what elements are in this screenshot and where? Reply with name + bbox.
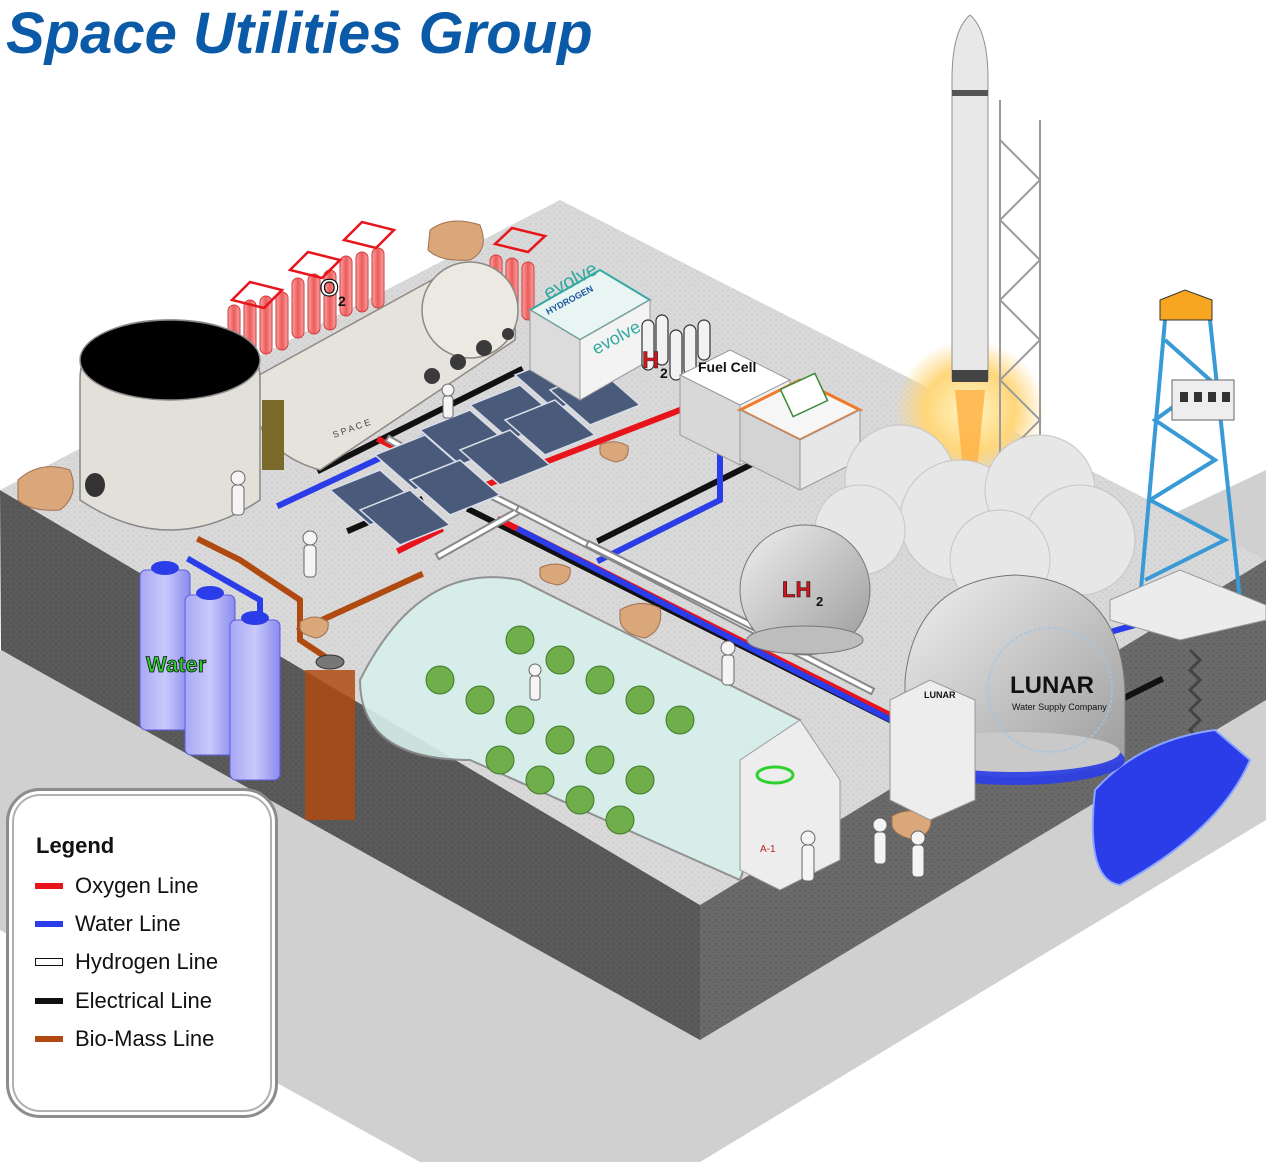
legend-item-hydrogen: Hydrogen Line [35, 949, 218, 975]
h2-sub-label: 2 [660, 365, 668, 381]
water-tank-array: Water [139, 561, 281, 781]
o2-label: O [320, 275, 339, 302]
lh2-label: LH [782, 577, 811, 602]
o2-label-group: O 2 [319, 274, 346, 309]
lunar-logo: LUNAR [1010, 672, 1094, 699]
legend-item-label: Bio-Mass Line [75, 1026, 215, 1051]
lunar-sub-label: Water Supply Company [1012, 702, 1107, 712]
legend-item-biomass: Bio-Mass Line [35, 1026, 214, 1052]
legend-item-label: Water Line [75, 911, 181, 936]
legend-item-electrical: Electrical Line [35, 988, 212, 1014]
lunar-small-logo: LUNAR [924, 690, 956, 700]
h2-label: H [642, 347, 659, 374]
legend-title: Legend [36, 833, 115, 858]
lh2-sub-label: 2 [816, 594, 823, 609]
legend-item-water: Water Line [35, 911, 181, 937]
fuel-cell-building: Fuel Cell [678, 349, 864, 491]
lunar-water-tank: LUNAR Water Supply Company LUNAR [889, 574, 1126, 821]
h2-storage: H 2 [641, 314, 711, 381]
solar-panel-field [328, 354, 642, 546]
legend-item-label: Hydrogen Line [75, 949, 219, 974]
hydrogen-line-swatch [35, 958, 63, 966]
legend-panel: Legend Oxygen Line Water Line Hydrogen L… [6, 788, 278, 1118]
lh2-tank: LH 2 [739, 524, 871, 656]
biomass-column [305, 654, 355, 820]
legend-item-oxygen: Oxygen Line [35, 873, 199, 899]
dome-module [79, 319, 261, 531]
electrical-line-swatch [35, 998, 63, 1004]
habitat-module: S P A C E [249, 261, 519, 471]
astronauts [230, 383, 926, 882]
water-line-swatch [35, 921, 63, 927]
biomass-line-swatch [35, 1036, 63, 1042]
oxygen-line-swatch [35, 883, 63, 889]
hydrogen-plant: evolve HYDROGEN evolve [528, 258, 652, 401]
greenhouse-id-label: A-1 [760, 844, 776, 855]
drilling-rig [1091, 289, 1266, 887]
greenhouse: A-1 [358, 576, 841, 891]
legend-item-label: Oxygen Line [75, 873, 199, 898]
o2-sub-label: 2 [338, 293, 346, 309]
legend-item-label: Electrical Line [75, 988, 212, 1013]
fuel-cell-label: Fuel Cell [698, 359, 756, 375]
page-title: Space Utilities Group [6, 1, 593, 66]
launch-pad [814, 14, 1136, 611]
water-label: Water [146, 652, 207, 677]
